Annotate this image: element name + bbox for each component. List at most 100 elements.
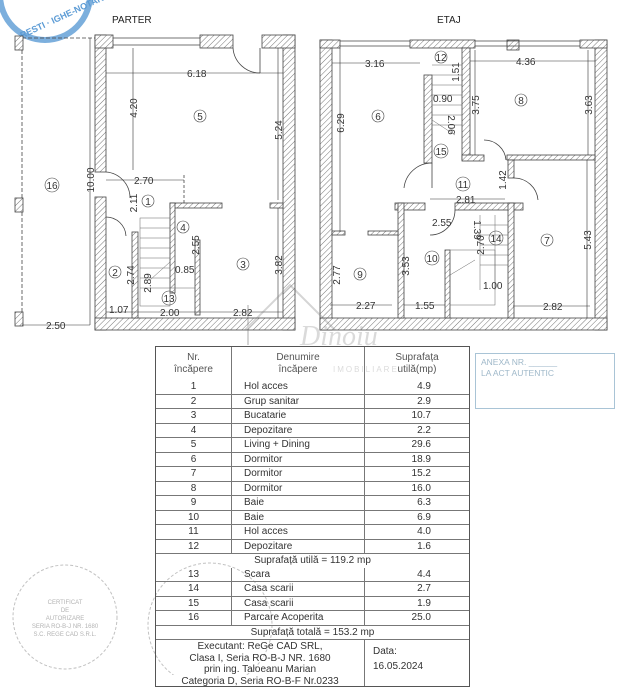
svg-text:2.81: 2.81 — [456, 195, 476, 206]
room-name: Baie — [232, 510, 365, 524]
svg-text:4.20: 4.20 — [129, 98, 140, 118]
svg-text:3.53: 3.53 — [401, 256, 412, 276]
ground-floor-plan: PARTER — [14, 15, 296, 332]
svg-text:2.27: 2.27 — [356, 301, 376, 312]
stairs-14 — [449, 215, 508, 306]
room-label-11: 11 — [455, 176, 471, 192]
svg-text:1.39: 1.39 — [471, 220, 482, 240]
room-number: 5 — [156, 438, 232, 452]
svg-text:2: 2 — [112, 268, 118, 279]
svg-text:0.90: 0.90 — [433, 94, 453, 105]
room-name: Depozitare — [232, 423, 365, 437]
room-number: 9 — [156, 496, 232, 510]
room-name: Hol acces — [232, 380, 365, 394]
svg-text:2.55: 2.55 — [191, 235, 202, 255]
room-area: 25.0 — [411, 612, 431, 623]
wall — [94, 317, 296, 331]
date-cell: Data:16.05.2024 — [373, 646, 424, 672]
svg-text:SERIA RO-B-J NR. 1680: SERIA RO-B-J NR. 1680 — [32, 624, 99, 630]
svg-text:1.42: 1.42 — [498, 170, 509, 190]
room-label-3: 3 — [236, 257, 250, 271]
svg-text:8: 8 — [518, 96, 524, 107]
room-label-15: 15 — [433, 143, 449, 159]
room-number: 15 — [156, 596, 232, 610]
svg-text:9: 9 — [357, 270, 363, 281]
svg-text:1: 1 — [145, 197, 151, 208]
upper-floor-title: ETAJ — [437, 15, 461, 26]
room-area: 2.7 — [417, 583, 431, 594]
room-label-9: 9 — [353, 267, 367, 281]
room-area: 4.4 — [417, 568, 431, 580]
room-label-4: 4 — [176, 220, 190, 234]
room-number: 16 — [156, 611, 232, 625]
svg-text:7: 7 — [544, 236, 550, 247]
svg-text:2.11: 2.11 — [129, 193, 140, 212]
room-area: 1.9 — [417, 597, 431, 609]
svg-text:13: 13 — [163, 294, 175, 305]
room-label-6: 6 — [371, 109, 385, 123]
room-name: Scara — [232, 567, 365, 581]
room-area: 2.9 — [417, 395, 431, 407]
svg-text:12: 12 — [435, 53, 447, 64]
upper-floor-plan: ETAJ — [319, 15, 608, 331]
room-label-5: 5 — [193, 109, 207, 123]
room-number: 10 — [156, 510, 232, 524]
svg-text:6: 6 — [375, 112, 381, 123]
svg-text:2.74: 2.74 — [126, 265, 137, 285]
svg-text:10: 10 — [426, 254, 438, 265]
executant-info: Executant: ReGe CAD SRL,Clasa I, Seria R… — [156, 640, 365, 687]
svg-text:2.70: 2.70 — [476, 235, 487, 255]
svg-text:DE: DE — [61, 608, 69, 614]
svg-text:5.24: 5.24 — [274, 120, 285, 140]
room-name: Living + Dining — [232, 438, 365, 452]
room-label-8: 8 — [514, 93, 528, 107]
svg-text:6.29: 6.29 — [336, 113, 347, 133]
svg-text:14: 14 — [490, 234, 502, 245]
wall — [94, 196, 107, 331]
svg-text:1.51: 1.51 — [451, 62, 462, 82]
room-name: Dormitor — [232, 452, 365, 466]
room-area: 16.0 — [411, 482, 431, 494]
svg-text:10.00: 10.00 — [86, 167, 97, 192]
notary-stamp: RESTI · IGHE-NOTAR P — [0, 0, 113, 43]
room-name: Hol acces — [232, 525, 365, 539]
room-area: 6.3 — [417, 497, 431, 508]
room-label-12: 12 — [434, 50, 448, 64]
room-name: Dormitor — [232, 467, 365, 481]
svg-text:3.63: 3.63 — [584, 95, 595, 115]
room-number: 2 — [156, 394, 232, 408]
room-area: 1.6 — [417, 540, 431, 552]
room-name: Bucatarie — [232, 409, 365, 423]
room-area: 29.6 — [411, 439, 431, 450]
svg-text:S.C. REGE CAD S.R.L.: S.C. REGE CAD S.R.L. — [33, 632, 96, 638]
svg-text:16: 16 — [46, 181, 58, 192]
stairs-13 — [139, 217, 195, 307]
svg-text:3: 3 — [240, 260, 246, 271]
svg-text:2.70: 2.70 — [134, 176, 154, 187]
svg-text:1.07: 1.07 — [109, 305, 129, 316]
svg-text:3.82: 3.82 — [274, 255, 285, 275]
room-area: 2.2 — [417, 424, 431, 436]
room-area: 10.7 — [411, 410, 431, 421]
svg-text:0.85: 0.85 — [175, 265, 195, 276]
room-number: 11 — [156, 525, 232, 539]
room-name: Dormitor — [232, 481, 365, 495]
room-name: Casa scarii — [232, 596, 365, 610]
svg-text:1.00: 1.00 — [483, 281, 503, 292]
room-number: 4 — [156, 423, 232, 437]
room-number: 7 — [156, 467, 232, 481]
room-name: Depozitare — [232, 539, 365, 553]
